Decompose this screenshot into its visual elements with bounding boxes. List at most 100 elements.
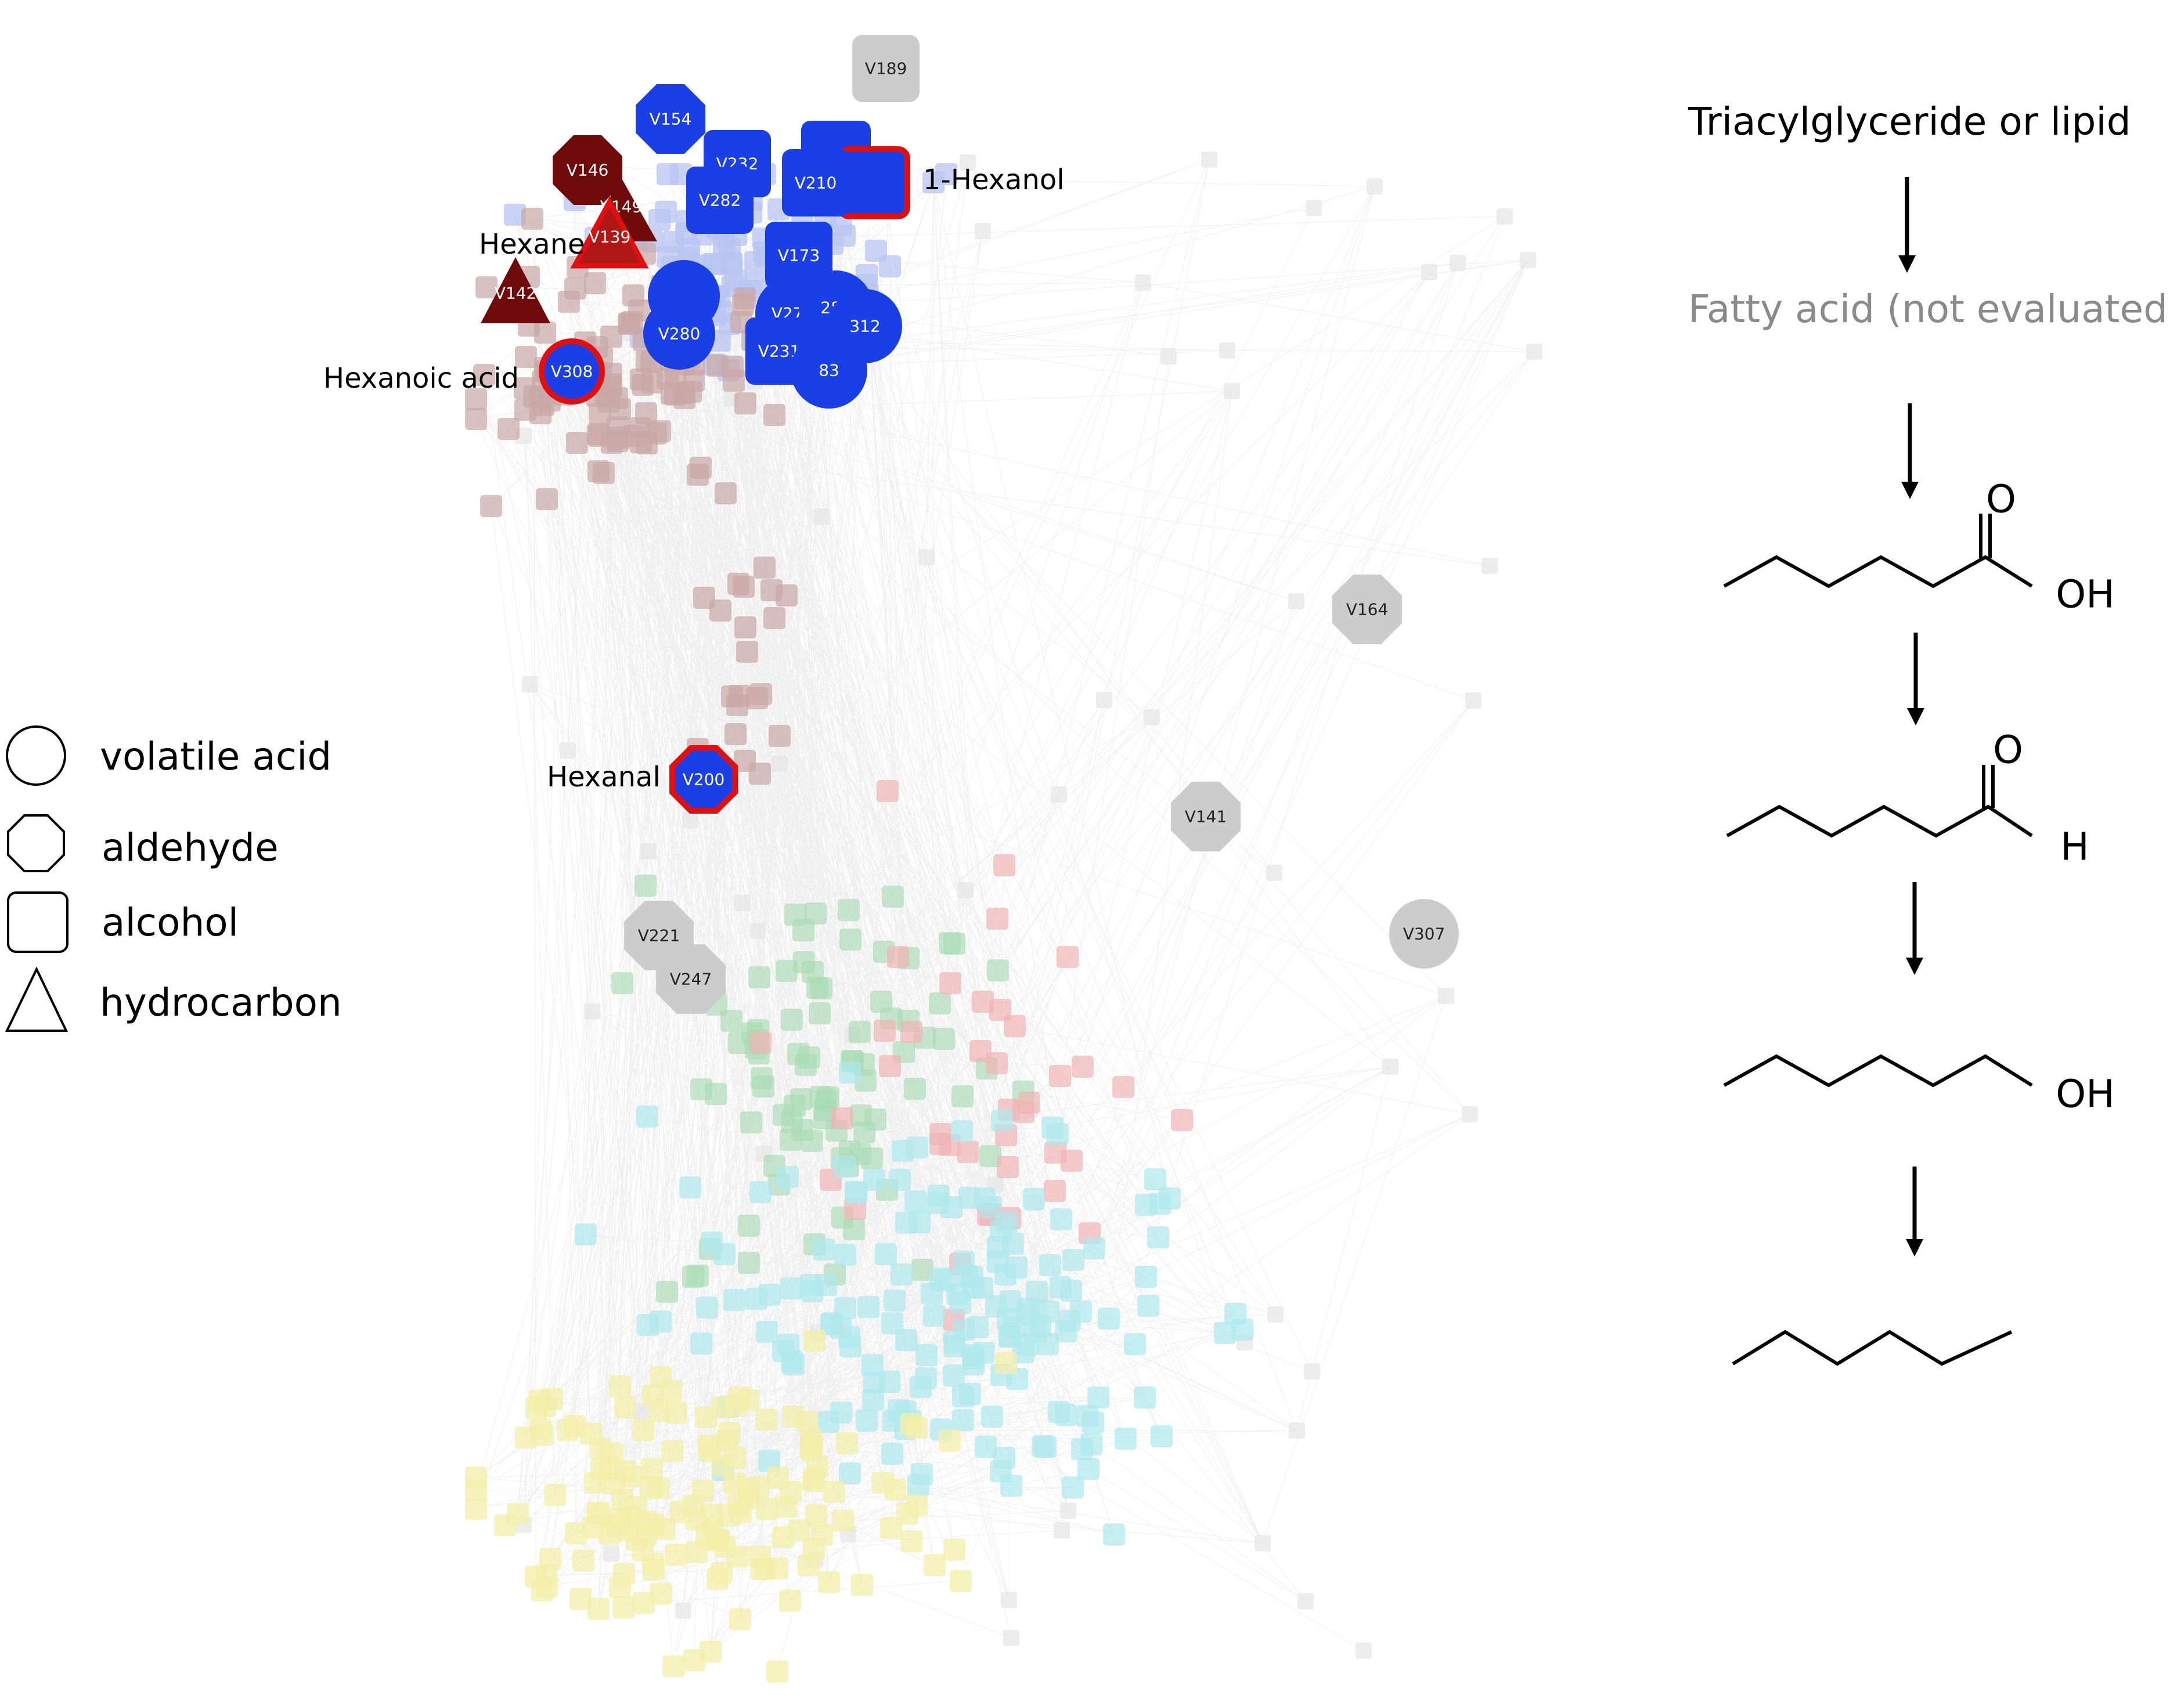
network-node [1171, 1109, 1193, 1131]
network-node [752, 1075, 774, 1097]
node-v210-shape [782, 149, 849, 216]
network-node [1051, 786, 1067, 803]
network-node [991, 1110, 1013, 1132]
network-node [633, 1592, 655, 1614]
node-v282-label: V282 [699, 191, 741, 210]
network-node [1231, 1319, 1253, 1341]
hexanal-oxygen-label: O [1993, 728, 2023, 772]
network-node [522, 676, 538, 692]
hexanoic-acid-chain [1723, 555, 2033, 588]
pathway-step-fatty-acid: Fatty acid (not evaluated) [1688, 287, 2170, 331]
network-node [763, 607, 785, 629]
node-v142: V142 [481, 257, 550, 323]
network-node [777, 1334, 799, 1356]
network-node [1070, 1301, 1092, 1323]
structure-hexanal [1726, 765, 2033, 838]
network-node [700, 1641, 722, 1663]
network-node [656, 1281, 678, 1303]
network-node [856, 1410, 878, 1432]
network-node [1076, 1405, 1098, 1427]
node-v282: V282 [686, 167, 754, 234]
network-node [805, 902, 827, 925]
network-node [724, 723, 747, 745]
network-node [1062, 1476, 1084, 1498]
network-node [687, 464, 709, 486]
network-node [736, 641, 758, 663]
network-node [1032, 1435, 1054, 1457]
network-node [1367, 178, 1383, 194]
network-node [754, 1558, 776, 1580]
network-node [963, 1347, 985, 1369]
network-node [683, 370, 705, 392]
network-node [1115, 1428, 1137, 1450]
network-node [875, 1243, 897, 1265]
network-node [1497, 208, 1513, 225]
network-node [957, 1141, 979, 1163]
network-node [648, 209, 671, 231]
network-node [1080, 1433, 1102, 1456]
network-node [928, 1185, 950, 1207]
network-node [528, 1389, 550, 1411]
network-node [734, 616, 756, 638]
node-v308-shape [539, 338, 605, 405]
network-node [641, 1458, 663, 1480]
network-node [740, 1111, 762, 1133]
network-node [473, 364, 495, 386]
network-node [734, 392, 756, 414]
network-node [845, 1182, 867, 1204]
node-v308: V308 [539, 338, 605, 405]
labeled-nodes: V189 V164 V141 V307 V221 V247 V166 [481, 35, 1459, 1014]
network-node [720, 1010, 742, 1032]
network-node [803, 1538, 825, 1560]
network-node [889, 1169, 911, 1191]
network-node [749, 1181, 772, 1203]
network-node [1267, 1306, 1284, 1323]
network-node [1214, 1322, 1236, 1344]
network-node [622, 284, 644, 306]
network-node [1159, 1187, 1181, 1209]
network-node [665, 1544, 687, 1566]
network-node [734, 895, 751, 911]
network-node [918, 549, 935, 565]
network-node [633, 1403, 650, 1420]
node-v139-label: V139 [589, 228, 631, 247]
network-node [719, 1422, 741, 1444]
node-v307-shape [1389, 899, 1459, 969]
node-v283-label: 83 [819, 361, 839, 380]
network-node [662, 1655, 684, 1677]
network-node [584, 1003, 600, 1020]
network-node [1039, 1254, 1061, 1276]
hexanoic-acid-hydroxyl-label: OH [2056, 572, 2115, 617]
network-node [1255, 1535, 1271, 1551]
network-node [895, 1329, 917, 1351]
degradation-pathway: Triacylglyceride or lipid Fatty acid (no… [1688, 99, 2170, 1366]
network-node [756, 1498, 778, 1520]
network-node [880, 1517, 902, 1539]
structure-hexanol [1723, 1054, 2033, 1088]
node-v189-shape [852, 35, 920, 102]
network-node [929, 1123, 951, 1145]
network-node [906, 1494, 928, 1516]
network-node [665, 1402, 687, 1424]
network-node [715, 482, 737, 504]
network-node [939, 972, 961, 994]
network-node [621, 311, 643, 333]
network-node [465, 408, 487, 430]
network-node [1001, 1592, 1017, 1608]
network-node [923, 1305, 945, 1327]
network-node [776, 584, 798, 606]
network-node [1124, 1333, 1146, 1355]
network-node [809, 1002, 831, 1024]
network-node [861, 1354, 884, 1376]
network-node [882, 1410, 904, 1432]
network-node [692, 1480, 714, 1502]
network-node [587, 1502, 610, 1524]
node-v247-label: V247 [670, 970, 712, 989]
network-node [857, 1296, 879, 1318]
network-node [924, 1554, 946, 1576]
node-v173-label: V173 [778, 246, 820, 265]
network-node [900, 1021, 922, 1043]
network-node [589, 1438, 611, 1460]
network-node [632, 1419, 654, 1441]
network-node [1450, 255, 1466, 271]
